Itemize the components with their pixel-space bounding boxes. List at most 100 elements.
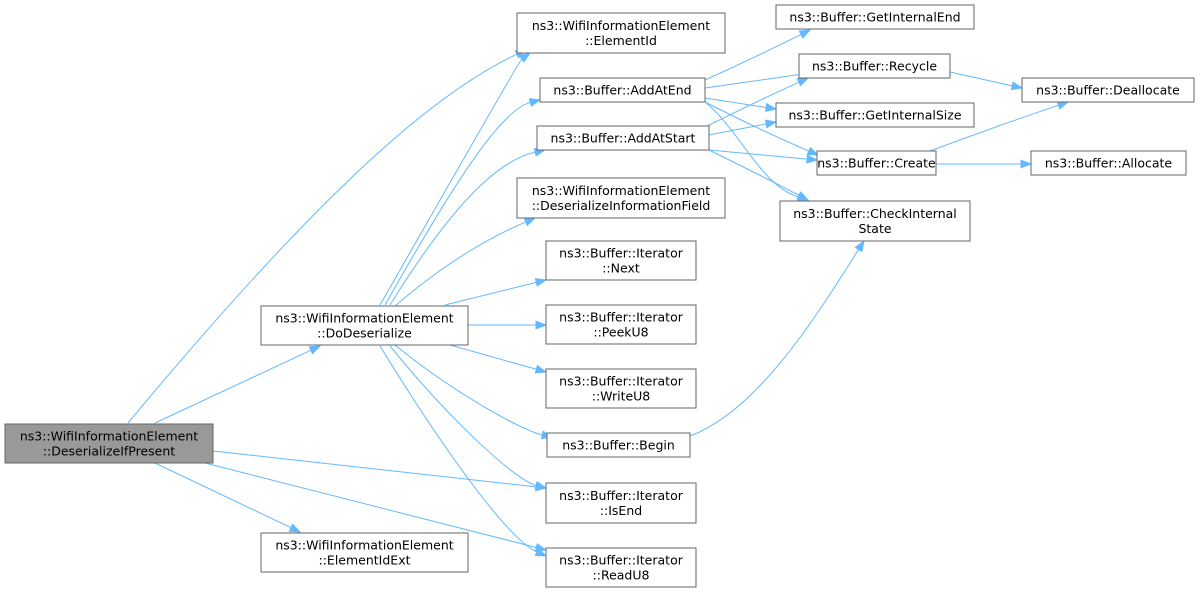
arrowhead-icon — [535, 320, 548, 330]
edge-line — [389, 151, 536, 306]
node-iterNext[interactable]: ns3::Buffer::Iterator::Next — [545, 240, 697, 281]
node-box — [260, 532, 469, 573]
edge-doDeserialize-to-iterIsEnd — [389, 345, 548, 490]
edge-line — [394, 221, 526, 307]
arrowhead-icon — [534, 364, 548, 374]
node-begin[interactable]: ns3::Buffer::Begin — [546, 432, 691, 458]
node-label: ::ElementId — [585, 33, 657, 48]
node-box — [545, 547, 697, 588]
edge-line — [704, 97, 767, 108]
node-allocate[interactable]: ns3::Buffer::Allocate — [1030, 150, 1187, 176]
edge-addAtStart-to-create — [708, 149, 819, 164]
node-getInternalSize[interactable]: ns3::Buffer::GetInternalSize — [775, 102, 975, 128]
edge-doDeserialize-to-deserializeInfoField — [394, 217, 537, 307]
node-addAtStart[interactable]: ns3::Buffer::AddAtStart — [536, 125, 710, 151]
edge-addAtStart-to-checkInternalState — [708, 149, 810, 201]
edge-doDeserialize-to-begin — [394, 344, 554, 440]
edge-root-to-elementId — [127, 49, 528, 424]
node-box — [545, 482, 697, 524]
arrowhead-icon — [806, 146, 820, 156]
arrowhead-icon — [534, 480, 548, 490]
edge-line — [704, 81, 800, 128]
node-label: ::WriteU8 — [592, 389, 651, 404]
arrowhead-icon — [806, 154, 819, 164]
arrowhead-icon — [528, 98, 542, 107]
edge-line — [708, 123, 767, 136]
node-box — [775, 102, 975, 128]
node-deallocate[interactable]: ns3::Buffer::Deallocate — [1021, 77, 1195, 103]
node-label: ns3::Buffer::CheckInternal — [793, 206, 957, 221]
node-getInternalEnd[interactable]: ns3::Buffer::GetInternalEnd — [775, 4, 975, 30]
edge-recycle-to-deallocate — [949, 71, 1024, 91]
node-box — [546, 432, 691, 458]
node-box — [516, 177, 726, 219]
edge-doDeserialize-to-addAtStart — [389, 147, 547, 306]
node-deserializeInfoField[interactable]: ns3::WifiInformationElement::Deserialize… — [516, 177, 726, 219]
node-iterPeekU8[interactable]: ns3::Buffer::Iterator::PeekU8 — [545, 304, 697, 345]
edge-line — [708, 149, 808, 160]
arrowhead-icon — [308, 345, 322, 355]
node-iterWriteU8[interactable]: ns3::Buffer::Iterator::WriteU8 — [545, 368, 697, 409]
edge-addAtEnd-to-getInternalSize — [704, 97, 778, 112]
edge-line — [704, 34, 802, 81]
node-box — [1030, 150, 1187, 176]
arrowhead-icon — [1056, 101, 1070, 110]
arrowhead-icon — [796, 191, 810, 201]
node-label: ::PeekU8 — [593, 325, 648, 340]
edge-line — [204, 462, 537, 549]
edge-line — [704, 73, 801, 89]
arrowhead-icon — [1020, 159, 1033, 169]
node-recycle[interactable]: ns3::Buffer::Recycle — [798, 53, 951, 79]
node-label: ns3::WifiInformationElement — [532, 183, 710, 198]
node-label: ::ReadU8 — [593, 568, 650, 583]
edge-begin-to-checkInternalState — [689, 239, 865, 437]
node-label: State — [858, 221, 891, 236]
edge-line — [389, 345, 537, 486]
node-label: ::ElementIdExt — [319, 553, 411, 568]
node-label: ::Next — [602, 261, 640, 276]
edge-line — [127, 53, 518, 424]
edge-doDeserialize-to-elementId — [379, 52, 532, 306]
node-label: ns3::WifiInformationElement — [20, 429, 198, 444]
node-box — [816, 150, 937, 176]
node-label: ns3::Buffer::Iterator — [559, 374, 684, 389]
arrowhead-icon — [1010, 81, 1024, 91]
node-create[interactable]: ns3::Buffer::Create — [816, 150, 937, 176]
edge-root-to-elementIdExt — [154, 462, 302, 533]
node-addAtEnd[interactable]: ns3::Buffer::AddAtEnd — [539, 77, 706, 103]
node-box — [779, 200, 971, 242]
node-box — [4, 423, 214, 464]
arrowhead-icon — [854, 239, 865, 253]
edge-doDeserialize-to-iterPeekU8 — [468, 320, 548, 330]
node-label: ns3::Buffer::Begin — [562, 438, 675, 453]
node-box — [539, 77, 706, 103]
node-elementId[interactable]: ns3::WifiInformationElement::ElementId — [516, 12, 726, 54]
edge-line — [444, 281, 537, 306]
edge-line — [949, 71, 1013, 87]
arrowhead-icon — [798, 29, 812, 39]
edge-line — [384, 101, 531, 306]
edge-line — [449, 344, 537, 370]
node-elementIdExt[interactable]: ns3::WifiInformationElement::ElementIdEx… — [260, 532, 469, 573]
node-box — [798, 53, 951, 79]
edge-addAtEnd-to-getInternalEnd — [704, 29, 812, 81]
node-label: ::IsEnd — [600, 503, 642, 518]
arrowhead-icon — [288, 523, 302, 533]
node-iterIsEnd[interactable]: ns3::Buffer::Iterator::IsEnd — [545, 482, 697, 524]
node-label: ns3::Buffer::AddAtEnd — [553, 83, 691, 98]
node-label: ::DeserializeIfPresent — [43, 444, 175, 459]
edge-line — [154, 349, 312, 424]
node-iterReadU8[interactable]: ns3::Buffer::Iterator::ReadU8 — [545, 547, 697, 588]
edge-addAtEnd-to-create — [704, 101, 820, 156]
node-doDeserialize[interactable]: ns3::WifiInformationElement::DoDeseriali… — [260, 305, 469, 346]
node-box — [545, 304, 697, 345]
node-label: ns3::Buffer::Deallocate — [1036, 83, 1180, 98]
edge-doDeserialize-to-addAtEnd — [384, 98, 542, 306]
node-label: ns3::Buffer::Recycle — [812, 59, 937, 74]
node-label: ns3::WifiInformationElement — [275, 311, 453, 326]
edge-create-to-allocate — [936, 159, 1033, 169]
node-label: ns3::WifiInformationElement — [275, 538, 453, 553]
arrowhead-icon — [523, 217, 537, 227]
node-root[interactable]: ns3::WifiInformationElement::Deserialize… — [4, 423, 214, 464]
